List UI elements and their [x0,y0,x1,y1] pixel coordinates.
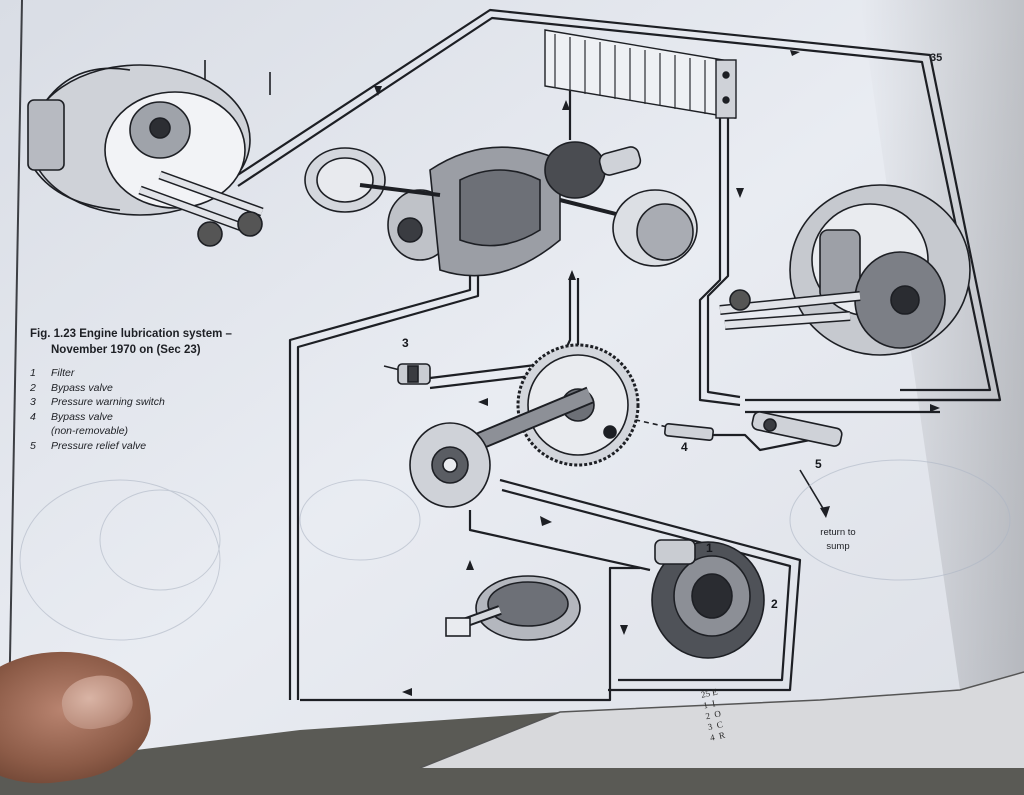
pipe-cooler-down-3 [706,110,741,399]
pressure-relief-valve [751,411,843,447]
right-cylinder-head [719,184,971,356]
pipe-lower-loop [300,566,640,702]
caption-line-2: November 1970 on (Sec 23) [51,344,201,356]
next-page-sheet [420,672,1024,768]
flow-arrows [374,50,940,696]
legend-item: (non-removable) [51,425,129,437]
pipe-to-filter [468,510,651,572]
page-left-edge [7,0,23,768]
left-cylinder-head [27,60,271,247]
callout-4: 4 [681,440,688,454]
return-to-sump-note: return to sump [820,527,856,552]
oil-filter [651,539,765,659]
pipe-lower-loop-3 [501,488,792,682]
page-number: 35 [930,52,943,64]
pipe-lower-loop-2 [499,478,802,692]
pipe-gallery-left [288,270,472,700]
bypass-valve-4 [664,423,714,441]
crankshaft-assembly [304,141,698,277]
phantom-background-drawing [19,459,1011,641]
callout-2: 2 [771,597,778,611]
oil-cooler [544,29,737,119]
caption-line-1: Fig. 1.23 Engine lubrication system – [30,328,232,340]
oil-strainer [445,575,581,641]
pipe-gallery-left-inner [296,270,480,700]
figure-caption: Fig. 1.23 Engine lubrication system – No… [30,326,290,358]
pipe-cooler-down-2 [698,110,741,407]
page-edge-shadow [860,0,1024,690]
page-sheet [0,0,1024,768]
pressure-warning-switch [383,363,431,385]
callout-5: 5 [815,457,822,471]
callout-1: 1 [706,541,713,555]
manual-page [0,0,1024,768]
oil-pipework [229,8,1002,702]
pipe-top-left-inner [237,16,992,392]
camshaft-gear [409,343,640,508]
pipe-to-relief [700,433,811,452]
callout-3: 3 [402,336,409,350]
